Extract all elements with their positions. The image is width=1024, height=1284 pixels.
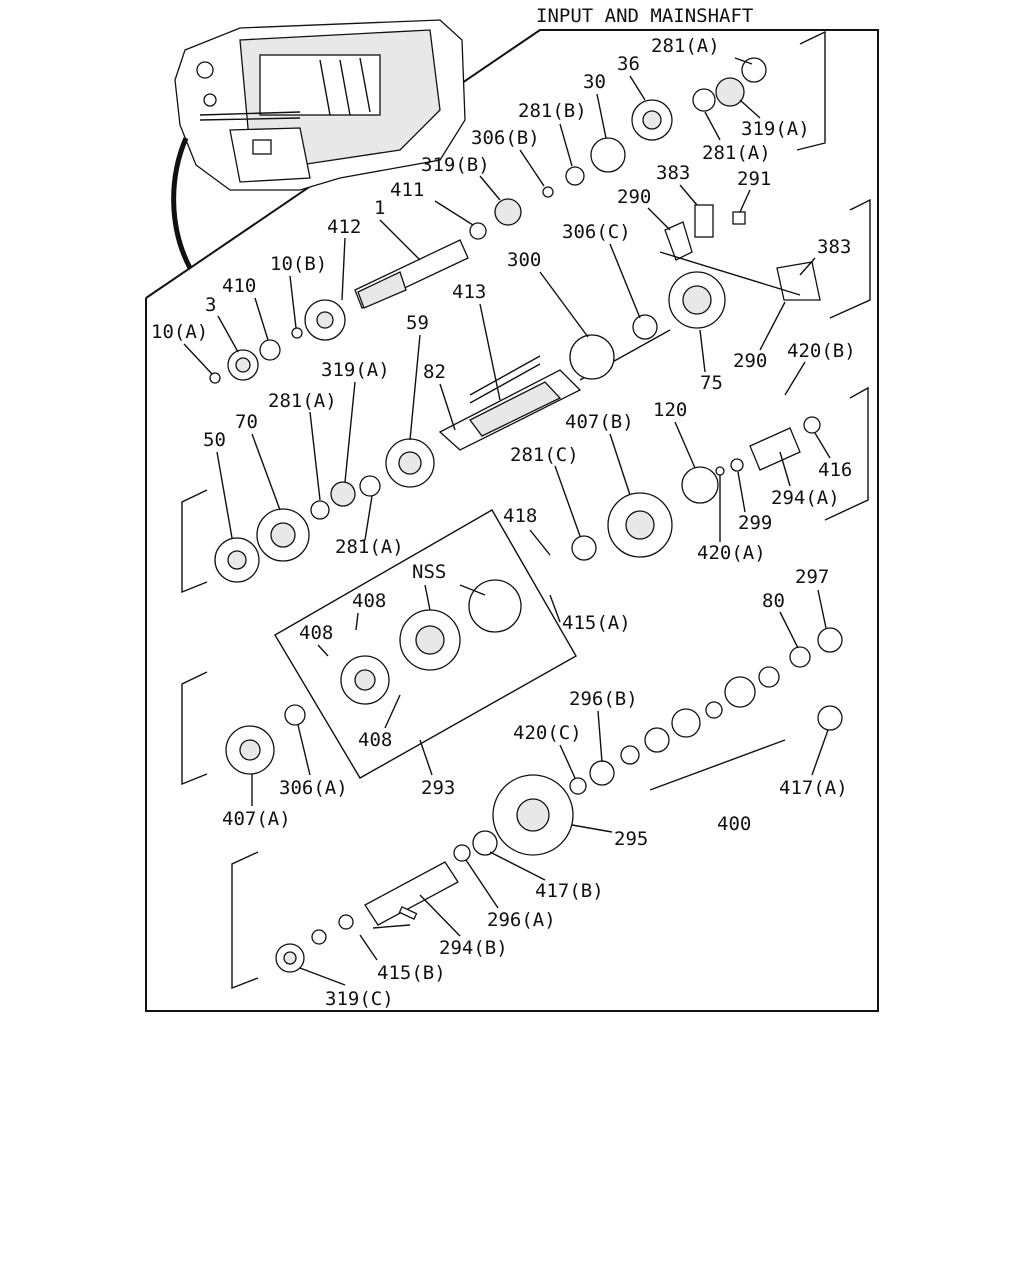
part-label: 408	[358, 729, 392, 751]
part-label: 120	[653, 399, 687, 421]
part-label: 319(B)	[421, 154, 490, 176]
mainshaft-assembly	[438, 329, 671, 451]
bracket-lines	[181, 30, 871, 990]
part-label: 408	[299, 622, 333, 644]
transmission-housing-illustration	[171, 19, 466, 270]
part-label: 411	[390, 179, 424, 201]
part-label: 3	[205, 294, 216, 316]
part-label: 296(B)	[569, 688, 638, 710]
part-label: 281(A)	[268, 390, 337, 412]
part-label: 82	[423, 361, 446, 383]
part-label: 418	[503, 505, 537, 527]
part-label: 294(A)	[771, 487, 840, 509]
part-label: 420(A)	[697, 542, 766, 564]
part-label: 281(A)	[651, 35, 720, 57]
part-label: 417(B)	[535, 880, 604, 902]
diagram-title: INPUT AND MAINSHAFT	[536, 5, 753, 27]
gear-parts	[209, 57, 843, 973]
part-label: 410	[222, 275, 256, 297]
part-label: 420(C)	[513, 722, 582, 744]
part-label: 281(A)	[335, 536, 404, 558]
part-label: 300	[507, 249, 541, 271]
part-label: 1	[374, 197, 385, 219]
part-label: 281(B)	[518, 100, 587, 122]
part-label: 383	[656, 162, 690, 184]
part-label: 290	[617, 186, 651, 208]
part-label: NSS	[412, 561, 446, 583]
part-label: 59	[406, 312, 429, 334]
part-label: 297	[795, 566, 829, 588]
part-label: 296(A)	[487, 909, 556, 931]
part-label: 416	[818, 459, 852, 481]
part-label: 412	[327, 216, 361, 238]
part-label: 400	[717, 813, 751, 835]
input-shaft	[354, 239, 469, 309]
part-label: 281(C)	[510, 444, 579, 466]
part-label: 415(A)	[562, 612, 631, 634]
part-label: 70	[235, 411, 258, 433]
part-label: 413	[452, 281, 486, 303]
part-label: 36	[617, 53, 640, 75]
part-label: 408	[352, 590, 386, 612]
part-label: 306(B)	[471, 127, 540, 149]
part-label: 306(A)	[279, 777, 348, 799]
part-label: 415(B)	[377, 962, 446, 984]
synchronizer-group-box	[274, 509, 577, 779]
part-label: 319(A)	[321, 359, 390, 381]
part-label: 294(B)	[439, 937, 508, 959]
part-label: 10(A)	[151, 321, 208, 343]
part-label: 30	[583, 71, 606, 93]
part-label: 299	[738, 512, 772, 534]
leader-lines	[183, 57, 831, 986]
part-label: 319(C)	[325, 988, 394, 1010]
part-label: 383	[817, 236, 851, 258]
part-label: 407(B)	[565, 411, 634, 433]
part-label: 290	[733, 350, 767, 372]
part-label: 80	[762, 590, 785, 612]
part-label: 291	[737, 168, 771, 190]
part-label: 50	[203, 429, 226, 451]
part-label: 293	[421, 777, 455, 799]
diagram-frame	[145, 29, 879, 1012]
part-label: 407(A)	[222, 808, 291, 830]
part-label: 281(A)	[702, 142, 771, 164]
part-label: 420(B)	[787, 340, 856, 362]
part-label: 10(B)	[270, 253, 327, 275]
part-label: 319(A)	[741, 118, 810, 140]
part-label: 306(C)	[562, 221, 631, 243]
part-label: 295	[614, 828, 648, 850]
part-label: 417(A)	[779, 777, 848, 799]
part-labels: 281(A) 36 30 319(A) 281(A) 281(B) 306(B)…	[151, 35, 856, 1010]
part-label: 75	[700, 372, 723, 394]
